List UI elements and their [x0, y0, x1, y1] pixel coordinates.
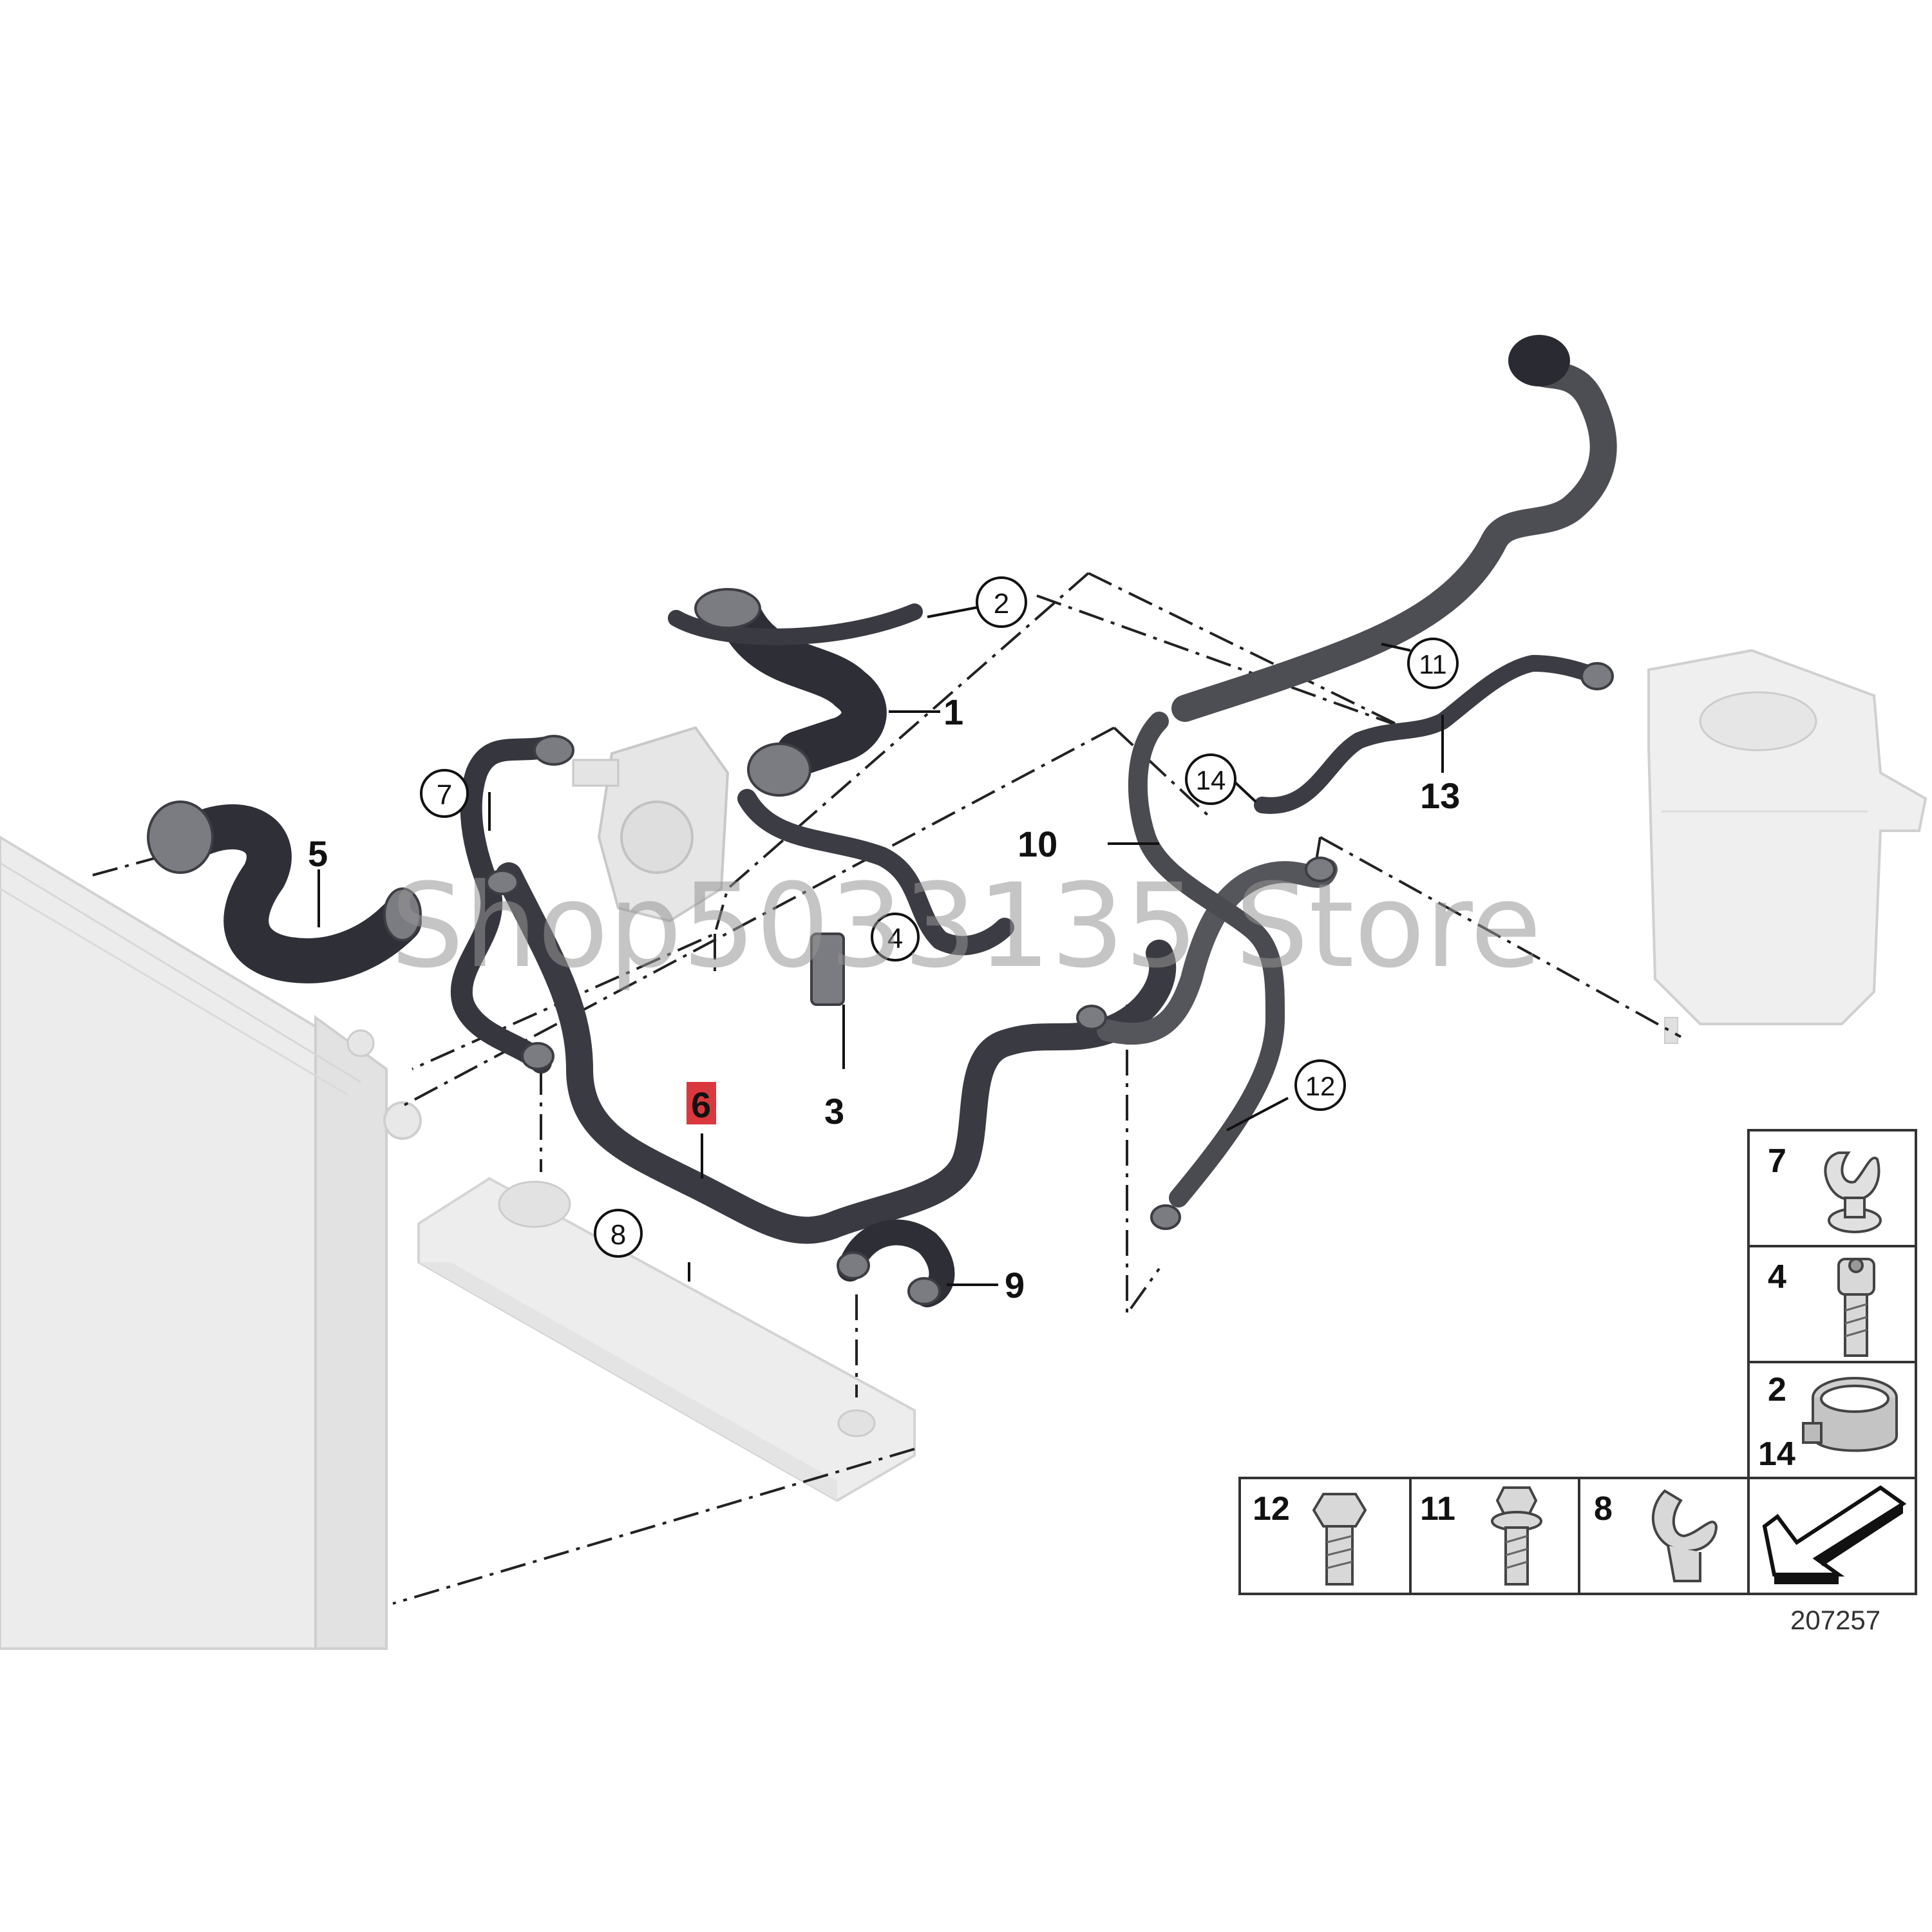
circled-callouts: 2 4 7 8 11 12 14: [420, 576, 1459, 1258]
circled-callout-7: 7: [420, 769, 469, 818]
catalog-number: 207257: [1790, 1605, 1880, 1635]
callout-5: 5: [308, 833, 328, 874]
hose-6: [495, 862, 1177, 1244]
hose-9: [837, 1219, 955, 1307]
legend-8-label: 8: [1594, 1490, 1613, 1528]
hose-5: [171, 804, 422, 983]
circled-callout-4: 4: [871, 913, 920, 961]
callout-3: 3: [824, 1091, 844, 1132]
svg-text:2: 2: [994, 588, 1009, 620]
hose-clip-icon: [1651, 1489, 1718, 1582]
legend-2-label: 2: [1768, 1371, 1786, 1408]
hose-10: [1171, 347, 1617, 722]
callout-9: 9: [1005, 1265, 1025, 1305]
svg-text:4: 4: [887, 923, 903, 954]
circled-callout-12: 12: [1294, 1059, 1346, 1111]
legend-12-label: 12: [1253, 1490, 1290, 1528]
direction-arrow-icon: [1762, 1485, 1907, 1584]
circled-callout-2: 2: [976, 576, 1027, 628]
legend-labels: 7 4 2 14 12 11 8: [1253, 1142, 1795, 1528]
circled-callout-11: 11: [1407, 638, 1459, 689]
circled-callout-14: 14: [1185, 753, 1236, 805]
svg-text:12: 12: [1305, 1071, 1336, 1101]
hoses: [171, 335, 1617, 1307]
callout-6: 6: [691, 1084, 711, 1125]
svg-text:8: 8: [611, 1219, 626, 1251]
callout-labels: 1 3 5 6 9 10 13: [308, 692, 1460, 1305]
connectors: [147, 588, 1614, 1305]
legend-4-label: 4: [1768, 1258, 1786, 1296]
hose-clip-icon: [1824, 1151, 1882, 1233]
hose-clamp-icon: [1802, 1377, 1898, 1452]
flange-bolt-icon: [1491, 1486, 1542, 1586]
legend-7-label: 7: [1768, 1142, 1786, 1180]
watermark: Shop5033135 Store: [390, 859, 1541, 994]
svg-text:14: 14: [1196, 765, 1226, 795]
hex-bolt-icon: [1312, 1493, 1367, 1586]
screw-icon: [1837, 1258, 1875, 1357]
legend-11-label: 11: [1420, 1490, 1455, 1528]
expansion-tank: [1647, 649, 1927, 1044]
callout-1: 1: [943, 692, 963, 732]
hose-1: [718, 596, 887, 776]
auxiliary-cooler: [417, 1177, 916, 1502]
callout-6-highlight: [687, 1082, 716, 1124]
water-pump: [572, 726, 730, 923]
svg-text:7: 7: [437, 779, 452, 811]
legend-14-label: 14: [1758, 1435, 1795, 1473]
callout-13: 13: [1420, 775, 1460, 816]
svg-text:11: 11: [1419, 649, 1447, 679]
circled-callout-8: 8: [594, 1209, 643, 1258]
callout-10: 10: [1018, 824, 1057, 864]
radiator: [0, 835, 422, 1650]
